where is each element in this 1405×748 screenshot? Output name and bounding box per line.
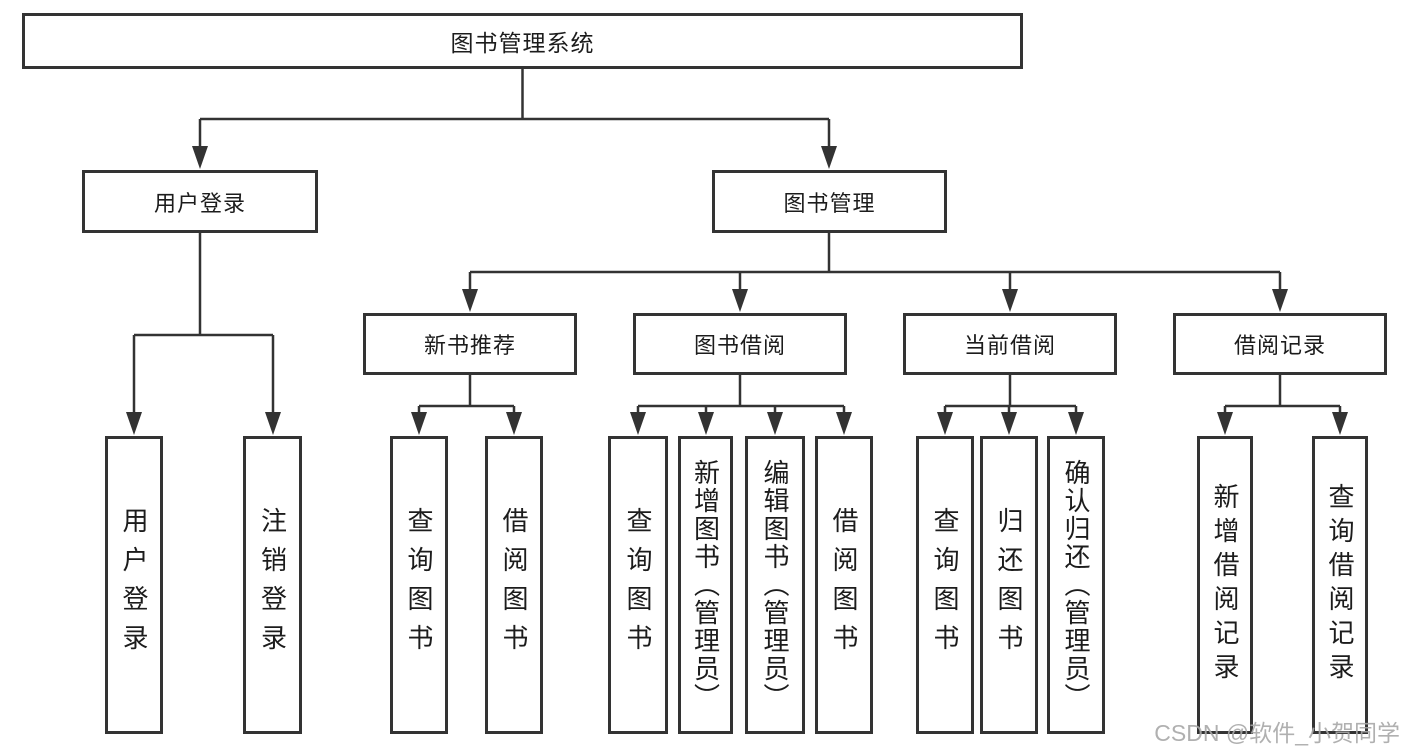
leaf-query-book-recommend: 查询图书 [390,436,448,734]
leaf-return-book: 归还图书 [980,436,1038,734]
leaf-borrow-book-borrowing-label: 借阅图书 [829,507,859,663]
leaf-query-book-borrowing: 查询图书 [608,436,668,734]
node-user-login: 用户登录 [82,170,318,233]
leaf-edit-book-admin: 编辑图书（管理员） [745,436,805,734]
leaf-add-borrow-record: 新增借阅记录 [1197,436,1253,734]
node-new-book-recommend-label: 新书推荐 [423,333,516,358]
leaf-borrow-book-recommend: 借阅图书 [485,436,543,734]
leaf-logout-label: 注销登录 [257,507,288,663]
leaf-query-book-current-label: 查询图书 [930,507,960,663]
node-new-book-recommend: 新书推荐 [363,313,577,375]
leaf-query-book-borrowing-label: 查询图书 [623,507,653,663]
node-borrow-records-label: 借阅记录 [1233,333,1326,358]
node-book-management: 图书管理 [712,170,947,233]
leaf-logout: 注销登录 [243,436,302,734]
arrowheads [126,146,1348,435]
leaf-borrow-book-recommend-label: 借阅图书 [499,507,529,663]
leaf-query-borrow-record: 查询借阅记录 [1312,436,1368,734]
leaf-borrow-book-borrowing: 借阅图书 [815,436,873,734]
leaf-add-borrow-record-label: 新增借阅记录 [1210,483,1240,687]
node-root-label: 图书管理系统 [450,30,595,56]
leaf-confirm-return-admin: 确认归还（管理员） [1047,436,1105,734]
leaf-return-book-label: 归还图书 [994,507,1024,663]
leaf-add-book-admin: 新增图书（管理员） [678,436,733,734]
leaf-add-book-admin-label: 新增图书（管理员） [690,459,721,711]
leaf-query-borrow-record-label: 查询借阅记录 [1325,483,1355,687]
node-current-borrowing-label: 当前借阅 [963,333,1056,358]
leaf-edit-book-admin-label: 编辑图书（管理员） [760,459,790,711]
leaf-query-book-current: 查询图书 [916,436,974,734]
leaf-user-login: 用户登录 [105,436,163,734]
csdn-watermark: CSDN @软件_小贺同学 [1154,720,1400,746]
leaf-confirm-return-admin-label: 确认归还（管理员） [1061,459,1091,711]
node-user-login-label: 用户登录 [153,190,246,216]
node-root: 图书管理系统 [22,13,1023,69]
node-borrow-records: 借阅记录 [1173,313,1387,375]
node-book-management-label: 图书管理 [783,190,876,216]
node-book-borrowing-label: 图书借阅 [693,333,786,358]
leaf-query-book-recommend-label: 查询图书 [404,507,434,663]
node-current-borrowing: 当前借阅 [903,313,1117,375]
leaf-user-login-label: 用户登录 [119,507,149,663]
node-book-borrowing: 图书借阅 [633,313,847,375]
